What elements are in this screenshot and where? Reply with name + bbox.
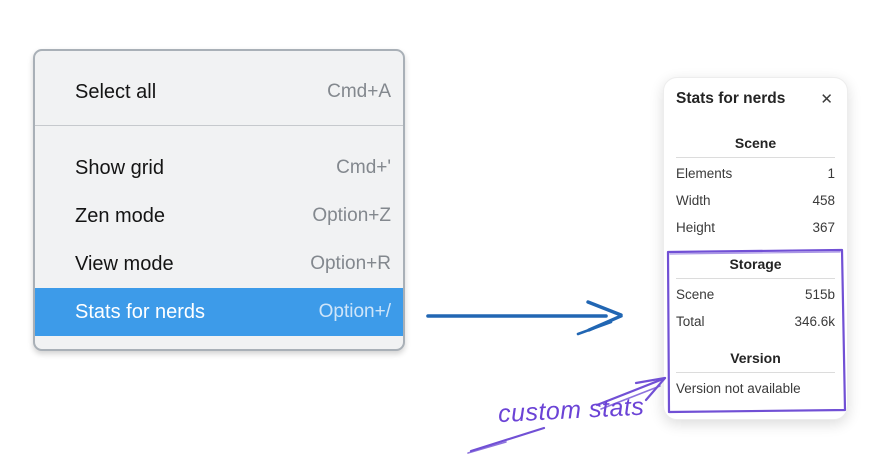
menu-item-label: View mode: [75, 252, 174, 275]
menu-item-label: Show grid: [75, 156, 164, 179]
section-heading: Version: [730, 350, 781, 366]
menu-item-label: Zen mode: [75, 204, 166, 227]
menu-item-label: Select all: [75, 80, 157, 103]
section-divider: [676, 372, 835, 373]
stat-value: 346.6k: [794, 314, 835, 329]
version-note: Version not available: [676, 381, 801, 396]
menu-item-shortcut: Option+R: [310, 253, 391, 274]
section-divider: [676, 157, 835, 158]
stat-label: Elements: [676, 166, 733, 181]
stats-panel-title: Stats for nerds: [676, 90, 786, 107]
menu-item-select-all[interactable]: Select all Cmd+A: [35, 59, 403, 125]
menu-item-zen-mode[interactable]: Zen mode Option+Z: [35, 192, 403, 240]
menu-item-label: Stats for nerds: [75, 300, 206, 323]
menu-item-shortcut: Option+Z: [312, 205, 391, 226]
menu-divider: [35, 125, 403, 126]
section-heading: Scene: [734, 135, 777, 151]
stat-label: Width: [676, 193, 711, 208]
stat-row-scene-size: Scene 515b: [676, 281, 835, 308]
menu-item-shortcut: Cmd+A: [327, 81, 391, 102]
stat-label: Total: [676, 314, 705, 329]
stat-row-elements: Elements 1: [676, 160, 835, 187]
stat-value: 1: [827, 166, 835, 181]
menu-item-view-mode[interactable]: View mode Option+R: [35, 240, 403, 288]
section-heading: Storage: [729, 256, 782, 272]
arrow-right-icon: [426, 300, 623, 336]
stats-section-storage: Storage Scene 515b Total 346.6k: [676, 255, 835, 335]
close-icon[interactable]: ✕: [820, 90, 833, 108]
custom-stats-annotation: custom stats: [497, 392, 645, 429]
stat-label: Scene: [676, 287, 715, 302]
stats-panel: Stats for nerds ✕ Scene Elements 1 Width…: [663, 77, 848, 420]
stats-panel-header: Stats for nerds ✕: [676, 90, 835, 108]
menu-item-stats-for-nerds[interactable]: Stats for nerds Option+/: [35, 288, 403, 336]
menu-item-show-grid[interactable]: Show grid Cmd+': [35, 144, 403, 192]
menu-item-shortcut: Option+/: [318, 301, 391, 322]
stats-section-version: Version Version not available: [676, 349, 835, 402]
context-menu: Select all Cmd+A Show grid Cmd+' Zen mod…: [33, 49, 405, 351]
stats-section-scene: Scene Elements 1 Width 458 Height 367: [676, 134, 835, 241]
menu-item-shortcut: Cmd+': [336, 157, 391, 178]
stat-value: 458: [812, 193, 835, 208]
stat-value: 515b: [804, 287, 835, 302]
section-divider: [676, 278, 835, 279]
stat-row-width: Width 458: [676, 187, 835, 214]
stat-row-total-size: Total 346.6k: [676, 308, 835, 335]
stat-row-height: Height 367: [676, 214, 835, 241]
stat-value: 367: [812, 220, 835, 235]
stat-label: Height: [676, 220, 716, 235]
